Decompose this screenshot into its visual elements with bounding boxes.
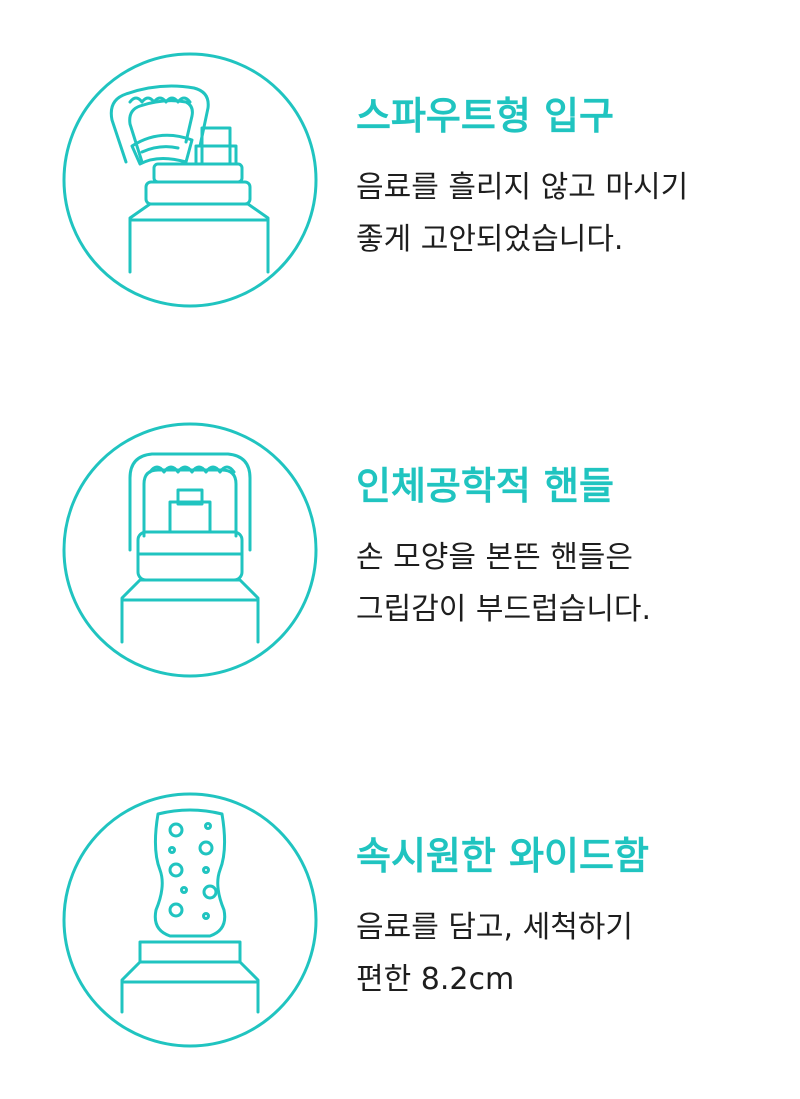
description-line: 그립감이 부드럽습니다. xyxy=(356,592,652,627)
feature-handle: 인체공학적 핸들 손 모양을 본뜬 핸들은 그립감이 부드럽습니다. xyxy=(0,420,800,720)
description-line: 음료를 흘리지 않고 마시기 xyxy=(356,170,689,205)
handle-lid-bottle-icon xyxy=(60,420,320,680)
feature-wide-mouth: 속시원한 와이드함 음료를 담고, 세척하기 편한 8.2cm xyxy=(0,790,800,1090)
description-line: 음료를 담고, 세척하기 xyxy=(356,910,634,945)
feature-description: 음료를 담고, 세척하기 편한 8.2cm xyxy=(356,902,786,1006)
wide-mouth-bottle-icon xyxy=(60,790,320,1050)
feature-title: 속시원한 와이드함 xyxy=(356,834,649,878)
description-line: 좋게 고안되었습니다. xyxy=(356,222,624,257)
feature-title: 인체공학적 핸들 xyxy=(356,464,614,508)
feature-description: 음료를 흘리지 않고 마시기 좋게 고안되었습니다. xyxy=(356,162,786,266)
feature-title: 스파우트형 입구 xyxy=(356,94,614,138)
feature-spout: 스파우트형 입구 음료를 흘리지 않고 마시기 좋게 고안되었습니다. xyxy=(0,50,800,350)
feature-description: 손 모양을 본뜬 핸들은 그립감이 부드럽습니다. xyxy=(356,532,786,636)
description-line: 손 모양을 본뜬 핸들은 xyxy=(356,540,634,575)
description-line: 편한 8.2cm xyxy=(356,962,515,997)
spout-lid-bottle-icon xyxy=(60,50,320,310)
